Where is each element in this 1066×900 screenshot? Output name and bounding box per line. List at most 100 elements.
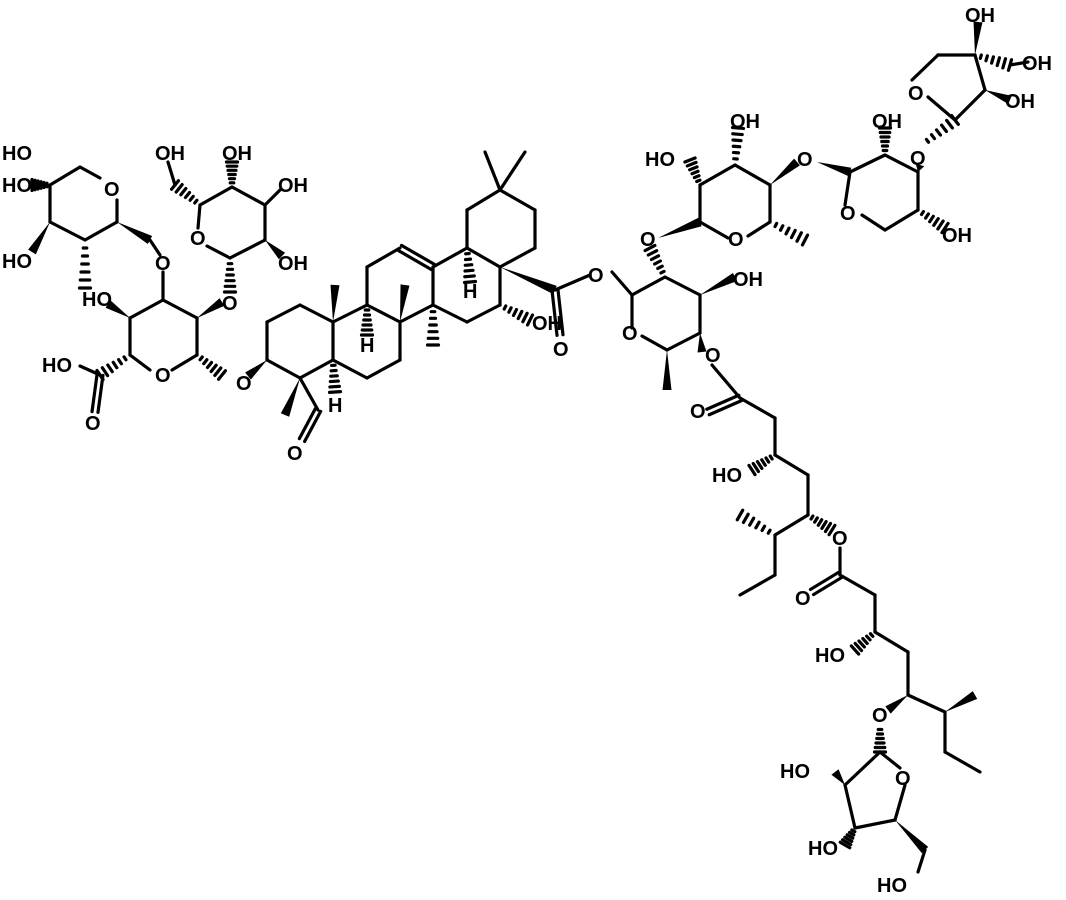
hash-stroke	[827, 523, 837, 537]
hash-stroke	[813, 516, 819, 524]
single-bond	[853, 818, 897, 830]
hash-stroke	[122, 355, 128, 362]
bond-line	[331, 358, 369, 380]
wedge-bond	[915, 163, 925, 172]
hash-stroke	[198, 355, 204, 362]
atom-label: HO	[815, 645, 845, 667]
bond-line	[773, 453, 810, 477]
atom-label: O	[690, 401, 706, 423]
atom-label: O	[222, 293, 238, 315]
hash-stroke	[861, 636, 869, 646]
bond-line	[550, 288, 559, 337]
hash-stroke	[760, 524, 767, 533]
atom-label: O	[190, 228, 206, 250]
atom-label: O	[840, 203, 856, 225]
hash-stroke	[755, 460, 764, 470]
hash-stroke	[820, 520, 828, 530]
bond-line	[973, 53, 987, 92]
double-bond	[550, 288, 565, 337]
wedge-bond	[245, 360, 267, 380]
single-bond	[166, 160, 177, 187]
hash-stroke	[209, 363, 218, 374]
hash-stroke	[731, 144, 742, 149]
bond-line	[640, 334, 669, 352]
hashed-bond	[849, 632, 875, 656]
atom-label: H	[360, 335, 374, 357]
bond-line	[916, 848, 927, 874]
hash-stroke	[690, 169, 700, 176]
bond-line	[170, 353, 199, 372]
hash-stroke	[213, 366, 223, 377]
atom-label: O	[728, 229, 744, 251]
atom-label: O	[640, 229, 656, 251]
atom-label: O	[104, 179, 120, 201]
atom-label: OH	[965, 5, 995, 27]
bond-line	[128, 353, 152, 372]
hash-stroke	[840, 838, 853, 847]
bond-line	[398, 303, 435, 324]
bond-line	[365, 303, 402, 324]
double-bond	[396, 243, 437, 272]
atom-label: O	[622, 323, 638, 345]
hashed-bond	[809, 514, 837, 537]
hash-stroke	[934, 128, 943, 137]
wedge-bond	[985, 90, 1012, 105]
hash-stroke	[747, 463, 757, 477]
hashed-bond	[747, 454, 774, 477]
single-bond	[148, 238, 162, 257]
wedge-bond	[500, 267, 557, 295]
bond-line	[465, 188, 502, 212]
hash-stroke	[695, 178, 702, 184]
wedge-bond	[697, 333, 707, 353]
bond-line	[738, 573, 777, 597]
hashed-bond	[643, 243, 666, 275]
atom-label: HO	[82, 289, 112, 311]
single-bond	[738, 573, 777, 597]
bond-line	[893, 783, 907, 822]
hash-stroke	[507, 306, 513, 314]
hash-stroke	[939, 123, 949, 134]
single-bond	[848, 153, 887, 174]
atom-label: HO	[645, 149, 675, 171]
hash-stroke	[741, 512, 750, 525]
hashed-bond	[30, 177, 49, 193]
bond-line	[465, 246, 502, 269]
hash-stroke	[932, 217, 940, 227]
hash-stroke	[731, 138, 743, 143]
single-bond	[943, 750, 982, 774]
atom-label: O	[85, 413, 101, 435]
bond-line	[228, 238, 267, 260]
single-bond	[263, 188, 282, 207]
hash-stroke	[868, 632, 875, 638]
bond-line	[808, 570, 841, 592]
atom-label: OH	[222, 143, 252, 165]
bond-line	[926, 95, 957, 122]
bond-line	[331, 303, 369, 324]
atom-label: O	[895, 768, 911, 790]
bond-line	[90, 372, 99, 414]
atom-label: H	[328, 395, 342, 417]
hash-stroke	[784, 226, 791, 236]
double-bond	[705, 393, 743, 417]
hash-stroke	[463, 274, 476, 279]
bond-line	[78, 165, 102, 180]
single-bond	[398, 303, 435, 324]
single-bond	[738, 396, 777, 420]
bond-line	[498, 246, 537, 269]
hash-stroke	[511, 307, 519, 318]
bond-line	[465, 303, 502, 324]
single-bond	[498, 246, 537, 269]
atom-label: O	[832, 528, 848, 550]
single-bond	[665, 331, 702, 352]
atom-label: HO	[808, 838, 838, 860]
single-bond	[498, 150, 527, 192]
bond-line	[883, 208, 920, 232]
single-bond	[610, 270, 634, 297]
single-bond	[773, 513, 810, 537]
bond-line	[263, 188, 282, 207]
hash-stroke	[773, 221, 779, 229]
hashed-bond	[327, 363, 343, 394]
atom-label: O	[705, 345, 721, 367]
single-bond	[465, 246, 502, 269]
single-bond	[553, 273, 592, 292]
